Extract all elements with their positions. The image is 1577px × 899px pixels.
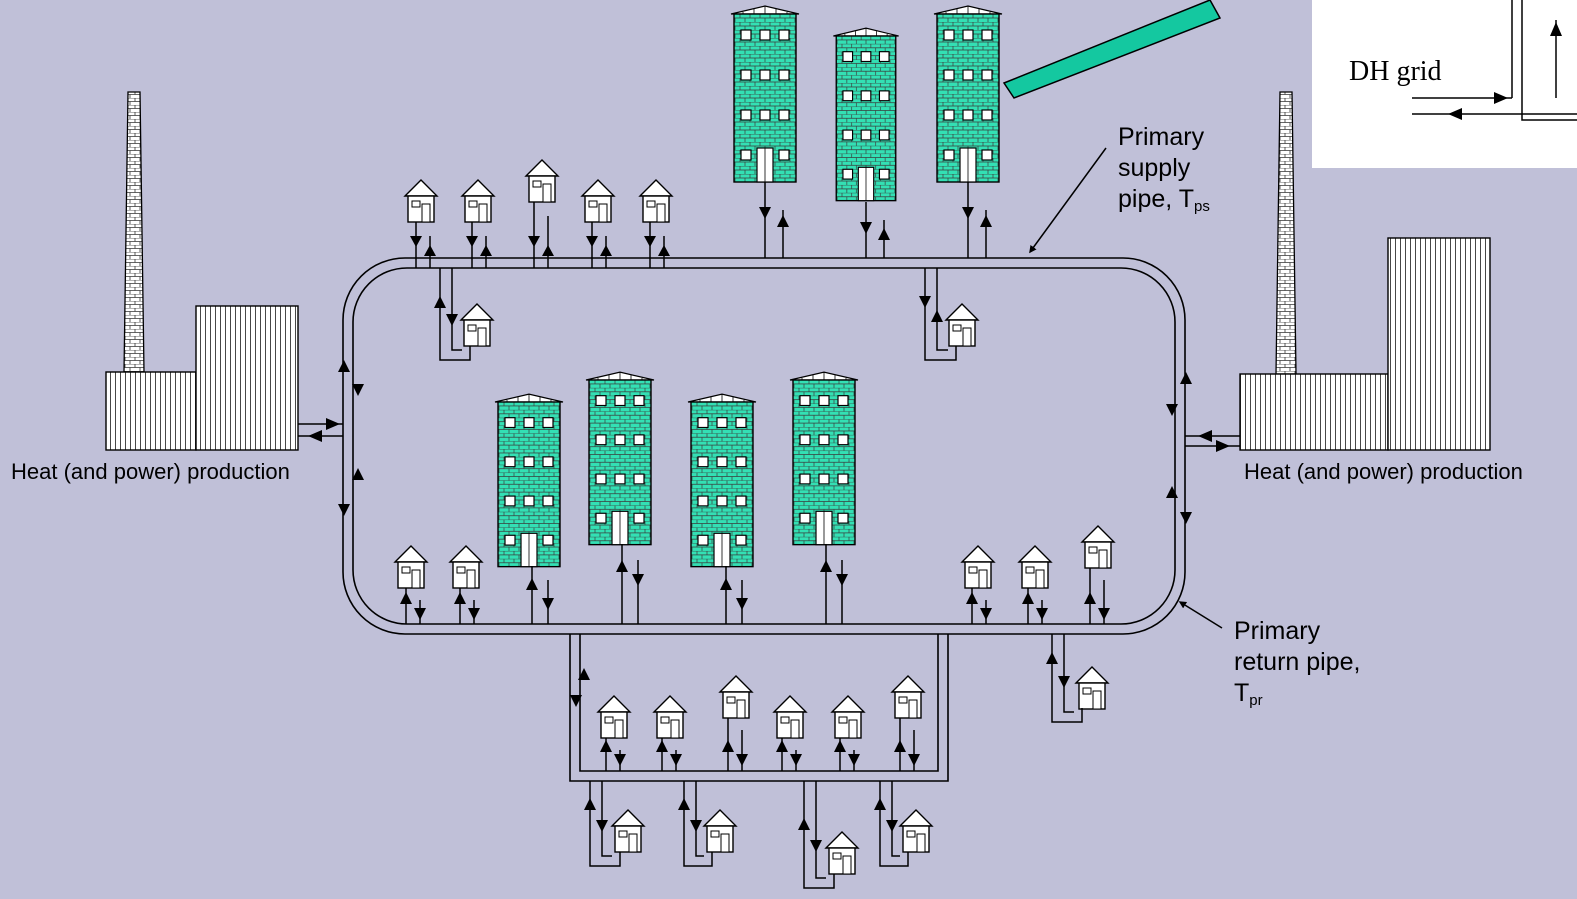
plant-right: [1185, 91, 1491, 452]
inset-background: [1312, 0, 1577, 168]
plant-left-label: Heat (and power) production: [11, 459, 290, 484]
top-apartment-buildings: [730, 5, 1003, 202]
supply-pointer: [1029, 147, 1107, 254]
supply-pipe-label: Primary supply pipe, Tps: [1118, 123, 1210, 215]
subloop-houses-lower: [611, 809, 933, 875]
top-houses: [404, 159, 673, 223]
plant-left: [105, 91, 343, 451]
plant-right-label: Heat (and power) production: [1244, 459, 1523, 484]
return-pipe-label: Primary return pipe, Tpr: [1234, 617, 1361, 709]
lower-sub-loop: [569, 634, 949, 782]
hanging-house-return: [1075, 666, 1109, 710]
callout-bar: [1002, 0, 1222, 99]
return-pointer: [1178, 601, 1223, 629]
inset-grid-label: DH grid: [1349, 56, 1442, 87]
subloop-houses-upper: [597, 675, 925, 739]
hanging-houses-top: [460, 303, 979, 347]
middle-apartment-buildings: [494, 371, 859, 568]
